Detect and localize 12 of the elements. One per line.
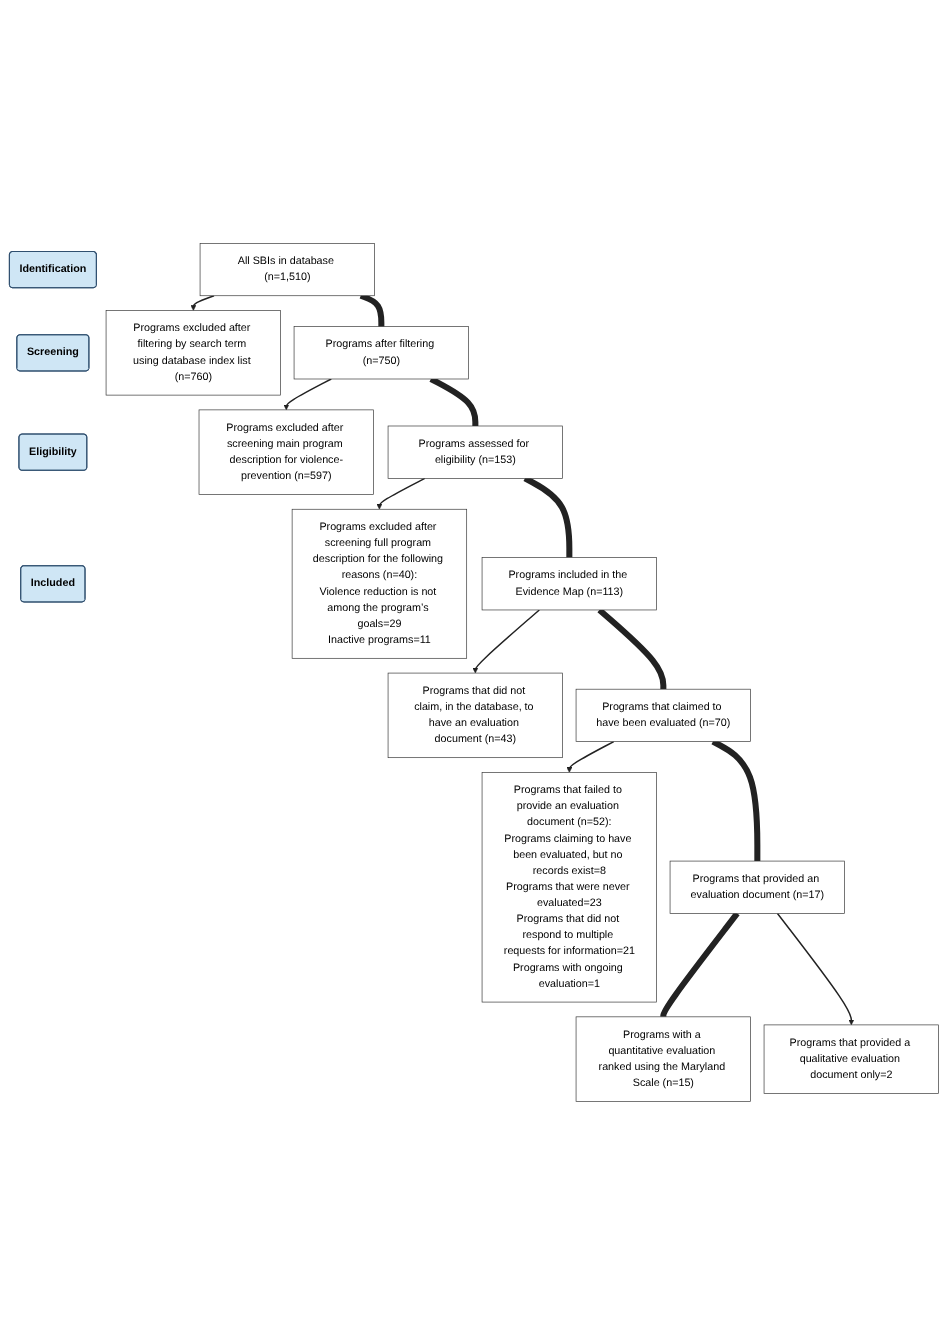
arrow [376, 477, 426, 510]
arrow [566, 740, 615, 773]
arrow [776, 912, 855, 1025]
connector [359, 292, 385, 327]
connector [597, 607, 667, 689]
connector [523, 475, 573, 558]
connector [660, 911, 740, 1019]
arrow [283, 377, 332, 410]
arrow [190, 294, 215, 311]
arrow [472, 608, 541, 673]
connector [711, 738, 761, 861]
connector [429, 375, 479, 426]
